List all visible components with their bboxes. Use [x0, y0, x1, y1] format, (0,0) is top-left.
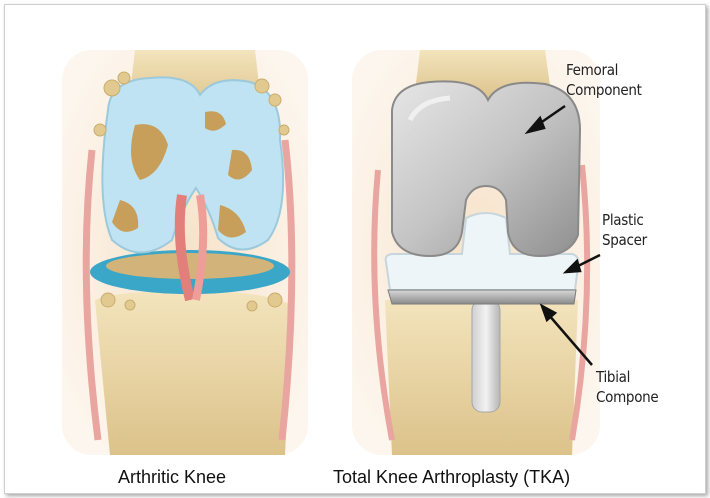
caption-arthritic-knee: Arthritic Knee [118, 467, 226, 488]
tka-knee-illustration [352, 50, 600, 455]
femoral-label-line2: Component [566, 80, 642, 100]
tibial-label-line2: Compone [596, 387, 658, 407]
femoral-component-label: Femoral Component [566, 60, 642, 100]
tibial-label-line1: Tibial [596, 367, 658, 387]
spacer-label-line1: Plastic [602, 210, 647, 230]
tibial-tray [388, 290, 576, 304]
plastic-spacer-label: Plastic Spacer [602, 210, 647, 250]
spacer-label-line2: Spacer [602, 230, 647, 250]
femoral-label-line1: Femoral [566, 60, 642, 80]
caption-tka: Total Knee Arthroplasty (TKA) [333, 467, 570, 488]
arthritic-knee-illustration [62, 50, 308, 455]
tibial-component-label: Tibial Compone [596, 367, 658, 407]
tibial-stem [472, 300, 500, 412]
